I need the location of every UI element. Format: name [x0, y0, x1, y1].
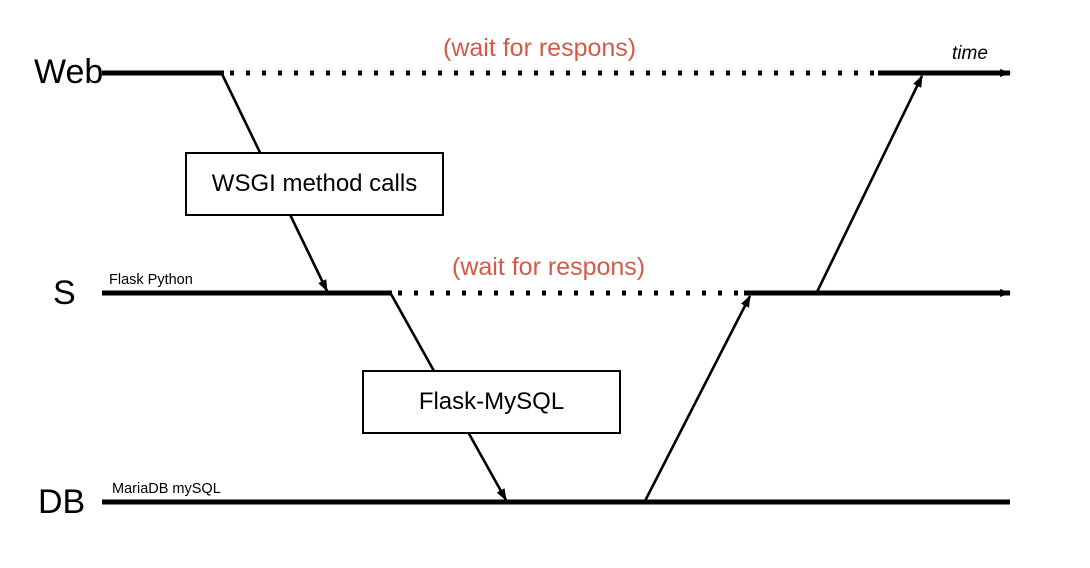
message-box-flask-mysql: Flask-MySQL [362, 370, 621, 434]
tech-label-db-mariadb-mysql: MariaDB mySQL [112, 481, 221, 497]
wait-annotation-server: (wait for respons) [452, 253, 646, 281]
message-box-flask-mysql-label: Flask-MySQL [418, 388, 565, 415]
message-box-wsgi-label: WSGI method calls [211, 170, 418, 197]
message-arrow-server-to-web [815, 75, 924, 293]
lifeline-label-web: Web [34, 53, 104, 91]
message-arrow-db-to-server [643, 295, 752, 502]
lifeline-label-db: DB [38, 483, 86, 521]
time-axis-label: time [952, 43, 988, 64]
lifeline-label-server: S [53, 274, 76, 312]
tech-label-server-flask-python: Flask Python [109, 272, 193, 288]
message-box-wsgi: WSGI method calls [185, 152, 444, 216]
wait-annotation-web: (wait for respons) [443, 34, 637, 62]
